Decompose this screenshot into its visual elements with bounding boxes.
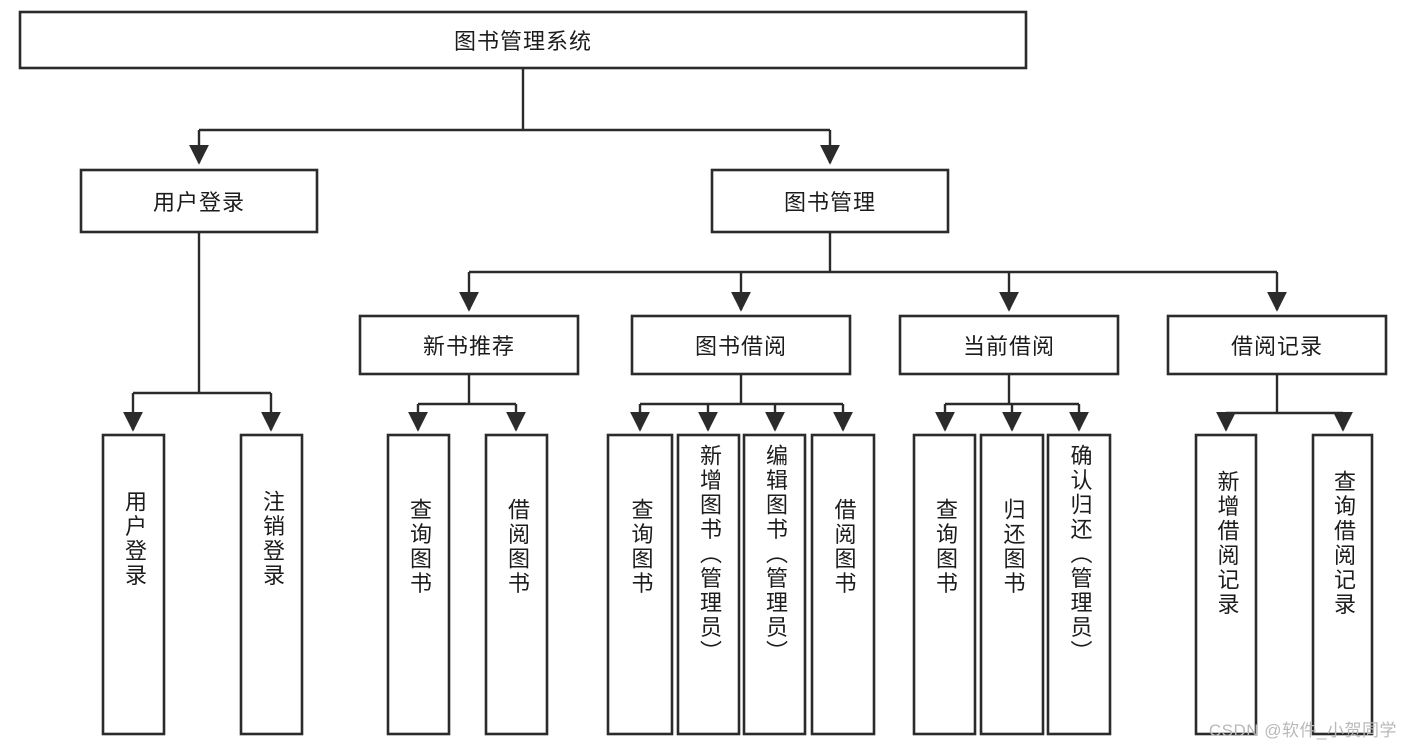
node-box-leaf-query-record[interactable] bbox=[1311, 433, 1374, 736]
connectors bbox=[123, 68, 1353, 432]
node-box-leaf-query-book-3[interactable] bbox=[912, 433, 977, 736]
node-box-leaf-add-record[interactable] bbox=[1194, 433, 1258, 736]
csdn-watermark: CSDN @软件_小贺同学 bbox=[1208, 721, 1397, 740]
node-box-book-manage[interactable] bbox=[710, 168, 950, 234]
node-box-user-login[interactable] bbox=[79, 168, 319, 234]
node-box-leaf-borrow-book-2[interactable] bbox=[810, 433, 876, 736]
node-box-leaf-return-book[interactable] bbox=[979, 433, 1045, 736]
node-boxes bbox=[18, 10, 1388, 736]
node-box-borrow-record[interactable] bbox=[1166, 314, 1388, 376]
node-box-new-book-recommend[interactable] bbox=[358, 314, 580, 376]
node-box-leaf-query-book-2[interactable] bbox=[606, 433, 674, 736]
node-box-root[interactable] bbox=[18, 10, 1028, 70]
node-box-leaf-confirm-return[interactable] bbox=[1046, 433, 1112, 736]
node-box-current-borrow[interactable] bbox=[898, 314, 1120, 376]
node-box-leaf-query-book-1[interactable] bbox=[386, 433, 451, 736]
node-box-leaf-edit-book[interactable] bbox=[742, 433, 807, 736]
node-box-leaf-logout[interactable] bbox=[239, 433, 304, 736]
node-box-leaf-add-book[interactable] bbox=[676, 433, 741, 736]
node-box-leaf-user-login[interactable] bbox=[101, 433, 166, 736]
node-box-leaf-borrow-book-1[interactable] bbox=[484, 433, 549, 736]
node-box-book-borrow[interactable] bbox=[630, 314, 852, 376]
